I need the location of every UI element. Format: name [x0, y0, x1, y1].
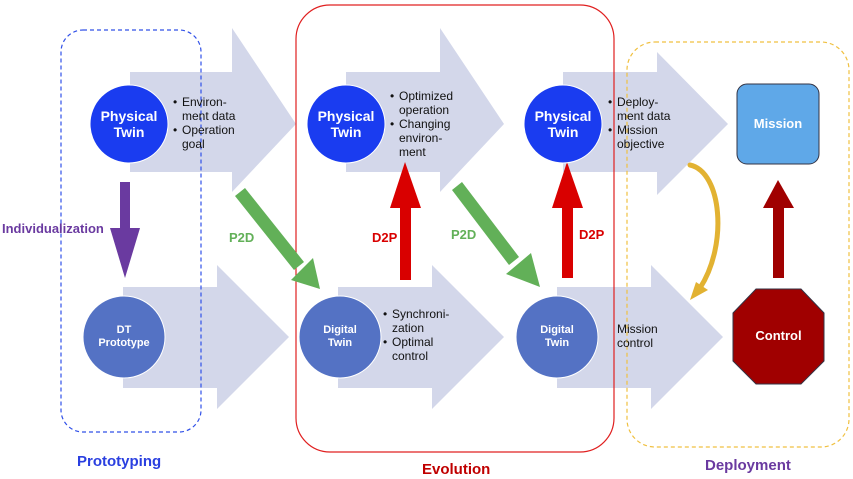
d2p-arrow-1: [390, 162, 421, 280]
individualization-arrow: [110, 182, 140, 278]
bullet-item: Optimized operation: [390, 89, 462, 117]
bullets-dt1: Synchroni- zation Optimal control: [383, 307, 463, 363]
digital-twin-node-1: [298, 295, 382, 379]
label-line: Digital: [323, 324, 357, 337]
d2p-arrow-2: [552, 162, 583, 278]
label-line: Physical: [317, 107, 375, 124]
control-octagon: [732, 288, 825, 385]
p2d-label-1: P2D: [229, 230, 255, 245]
label-line: Prototype: [98, 337, 150, 349]
individualization-label: Individualization: [2, 221, 104, 236]
physical-twin-node-1: [89, 84, 169, 164]
digital-twin-node-2: [515, 295, 599, 379]
prototyping-label: Prototyping: [77, 453, 162, 470]
evolution-container: [295, 4, 615, 453]
bullet-item: Mission objective: [608, 123, 680, 151]
deployment-label: Deployment: [705, 457, 791, 474]
control-to-mission-arrow: [763, 180, 794, 278]
label-line: Physical: [534, 107, 592, 124]
label-line: Twin: [113, 124, 145, 140]
bullets-pt1: Environ- ment data Operation goal: [173, 95, 243, 151]
label-line: Physical: [100, 107, 158, 124]
bullet-item: Changing environ- ment: [390, 117, 462, 159]
control-text: Control: [755, 328, 802, 344]
bullet-item: Synchroni- zation: [383, 307, 463, 335]
bullets-pt3: Deploy- ment data Mission objective: [608, 95, 680, 151]
feedback-arc-arrow: [687, 162, 721, 300]
label-line: DT: [116, 324, 132, 337]
mission-box: [736, 83, 820, 165]
mission-text: Mission: [753, 115, 803, 131]
label-line: Twin: [547, 124, 579, 140]
bullets-pt2: Optimized operation Changing environ- me…: [390, 89, 462, 159]
p2d-label-2: P2D: [451, 227, 477, 242]
physical-twin-node-3: [523, 84, 603, 164]
prototyping-container: [60, 29, 202, 433]
bullet-item: Environ- ment data: [173, 95, 243, 123]
mission-label: Mission: [737, 84, 819, 164]
flow-arrow-bottom-3: [557, 265, 723, 409]
p2d-arrow-1: [235, 188, 320, 289]
p2d-arrow-2: [452, 182, 540, 287]
d2p-label-2: D2P: [579, 227, 605, 242]
label-line: Digital: [540, 324, 574, 337]
deployment-container: [626, 41, 850, 448]
d2p-label-1: D2P: [372, 230, 398, 245]
mission-control-text: Mission control: [617, 322, 658, 350]
bullet-item: Deploy- ment data: [608, 95, 680, 123]
bullet-item: Operation goal: [173, 123, 243, 151]
evolution-label: Evolution: [422, 461, 491, 478]
control-label: Control: [733, 289, 824, 384]
flow-arrow-bottom-1: [123, 265, 289, 409]
label-line: Twin: [327, 337, 353, 349]
physical-twin-node-2: [306, 84, 386, 164]
dt-prototype-node: [82, 295, 166, 379]
bullet-item: Optimal control: [383, 335, 463, 363]
label-line: Twin: [544, 337, 570, 349]
label-line: Twin: [330, 124, 362, 140]
